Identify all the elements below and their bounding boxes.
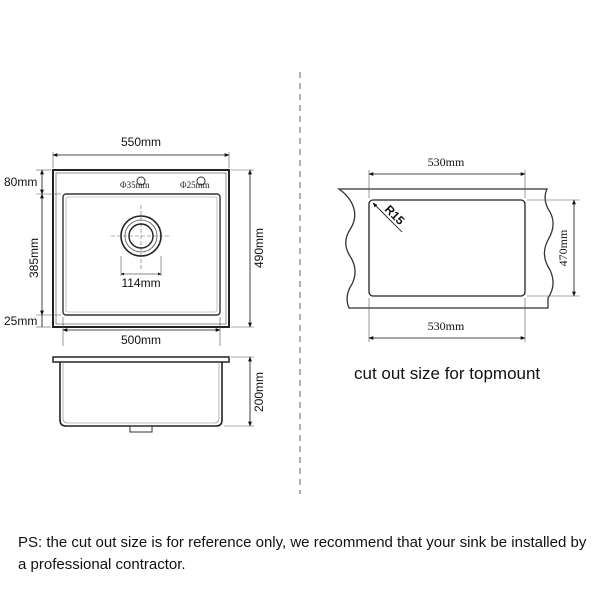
drain-mid-icon (124, 219, 158, 253)
side-rim (52, 356, 230, 363)
tap-hole-left-icon (136, 176, 146, 186)
top-margin-label: 80mm (4, 175, 37, 189)
tap-hole-right-icon (196, 176, 206, 186)
side-drain (129, 425, 153, 433)
sink-height-label: 490mm (252, 228, 266, 268)
bowl-width-label: 500mm (121, 333, 161, 347)
drain-outer-icon (120, 215, 162, 257)
countertop-outline (336, 188, 554, 309)
cutout-top-label: 530mm (428, 155, 465, 169)
sink-inner-outline (55, 172, 227, 325)
sink-side-view: 200mm (52, 356, 266, 433)
drain-width-label: 114mm (121, 276, 160, 290)
cutout-bottom-label: 530mm (428, 319, 465, 333)
drain-inner-icon (128, 223, 154, 249)
cutout-diagram: 530mm 530mm 470mm R15 (336, 155, 580, 342)
bowl-depth-label: 385mm (27, 238, 41, 278)
bottom-margin-label: 25mm (4, 314, 37, 328)
installation-note: PS: the cut out size is for reference on… (18, 534, 587, 573)
corner-radius-label: R15 (382, 202, 408, 228)
sink-width-label: 550mm (121, 135, 161, 149)
sink-outer-outline (52, 169, 230, 328)
sink-depth-label: 200mm (252, 372, 266, 412)
hole-right-label: Φ25mm (180, 180, 210, 190)
cutout-caption: cut out size for topmount (354, 364, 541, 383)
cutout-hole (368, 199, 526, 297)
sink-bowl-inner (65, 196, 218, 313)
sink-bowl-outline (62, 193, 221, 316)
hole-left-label: Φ35mm (120, 180, 150, 190)
side-bowl-outline (59, 362, 223, 427)
sink-top-view: Φ35mm Φ25mm 114mm 550mm 490mm 80mm 385mm (4, 135, 266, 347)
cutout-height-label: 470mm (556, 229, 570, 266)
